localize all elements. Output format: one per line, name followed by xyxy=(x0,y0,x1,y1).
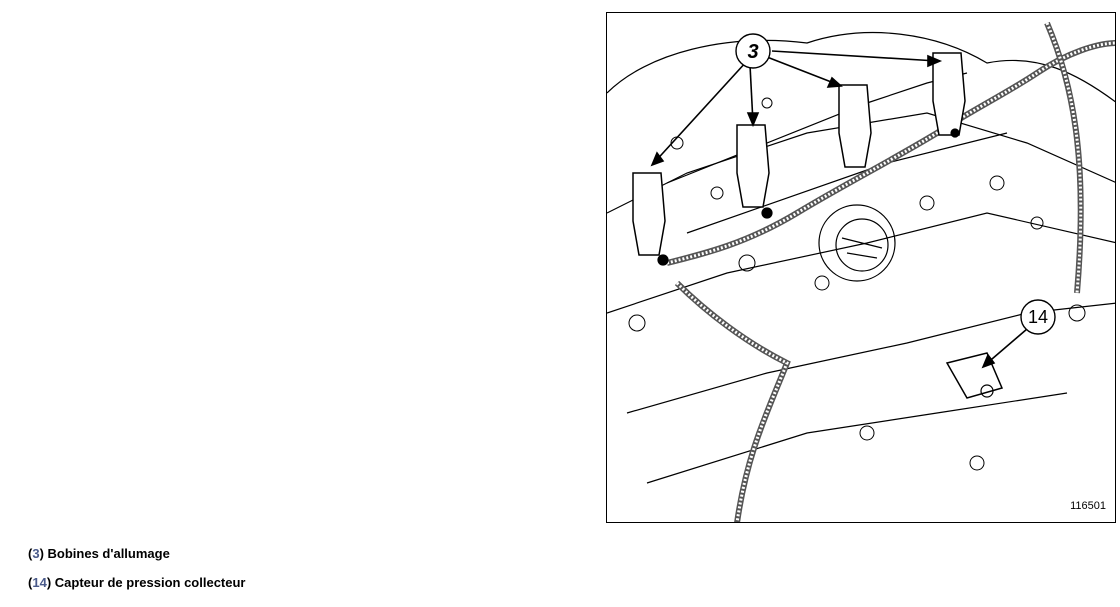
callout-14-label: 14 xyxy=(1027,307,1049,327)
legend-item-14: (14) Capteur de pression collecteur xyxy=(28,575,246,590)
figure-number: 116501 xyxy=(1069,500,1107,512)
engine-illustration: 3 14 116501 xyxy=(606,12,1116,523)
engine-drawing xyxy=(607,21,1115,522)
legend-number: 3 xyxy=(32,546,40,561)
legend-text: Capteur de pression collecteur xyxy=(54,575,246,590)
legend-text: Bobines d'allumage xyxy=(47,546,170,561)
legend-number: 14 xyxy=(32,575,47,590)
callout-3-label: 3 xyxy=(747,41,759,63)
legend-item-3: (3) Bobines d'allumage xyxy=(28,546,170,561)
